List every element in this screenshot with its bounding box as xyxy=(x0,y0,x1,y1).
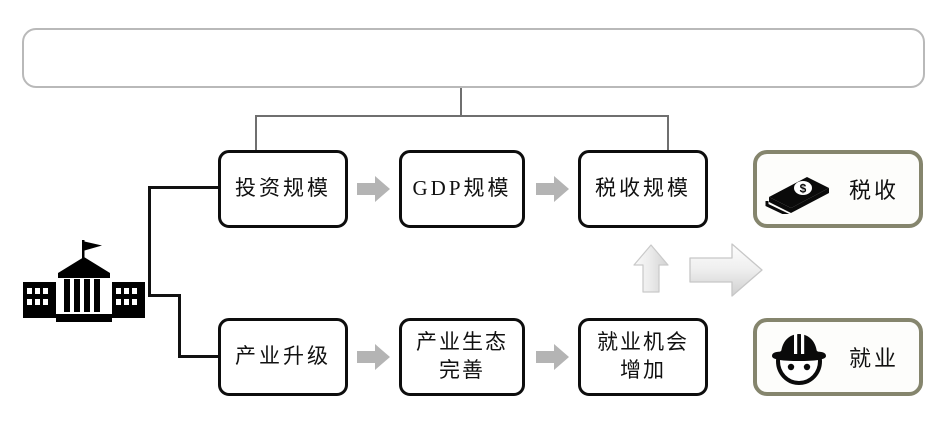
svg-text:$: $ xyxy=(800,182,807,196)
process-box-industry-upgrade[interactable]: 产业升级 xyxy=(218,318,348,396)
process-box-label: 投资规模 xyxy=(235,176,331,201)
connector-bracket-right-drop xyxy=(667,115,669,151)
process-box-label: 就业机会 增加 xyxy=(597,329,689,384)
money-stack-icon: $ xyxy=(763,160,835,218)
connector-gov-to-bottom-h xyxy=(178,355,222,358)
process-box-employment-growth[interactable]: 就业机会 增加 xyxy=(578,318,708,396)
right-chevron-icon xyxy=(357,174,391,204)
process-box-label-line1: 就业机会 xyxy=(597,330,689,355)
outcome-card-employment[interactable]: 就业 xyxy=(753,318,923,396)
outcome-card-label: 税收 xyxy=(848,178,899,203)
right-chevron-icon xyxy=(357,342,391,372)
process-box-tax-scale[interactable]: 税收规模 xyxy=(578,150,708,228)
process-box-label: 产业生态 完善 xyxy=(416,329,508,384)
process-box-industry-ecosystem[interactable]: 产业生态 完善 xyxy=(399,318,525,396)
process-box-label-line1: 产业生态 xyxy=(416,330,508,355)
outcome-card-tax[interactable]: $ 税收 xyxy=(753,150,923,228)
arrow-right-3d-icon xyxy=(688,241,764,299)
connector-gov-to-top-v xyxy=(148,186,151,296)
process-box-label-line2: 增加 xyxy=(620,358,666,382)
process-box-gdp-scale[interactable]: GDP规模 xyxy=(399,150,525,228)
banner-box xyxy=(22,28,925,88)
connector-bracket-left-drop xyxy=(255,115,257,151)
arrow-up-3d-icon xyxy=(632,243,670,295)
connector-gov-to-bottom-v xyxy=(178,294,181,357)
process-box-label: GDP规模 xyxy=(412,176,512,201)
hard-hat-worker-icon xyxy=(763,328,835,386)
right-chevron-icon xyxy=(536,342,570,372)
connector-bracket-horizontal xyxy=(255,115,669,117)
outcome-card-label: 就业 xyxy=(848,346,899,371)
connector-banner-stem xyxy=(460,88,462,116)
process-box-label: 产业升级 xyxy=(235,344,331,369)
process-box-label: 税收规模 xyxy=(595,176,691,201)
government-building-icon xyxy=(18,240,150,322)
connector-gov-trunk xyxy=(148,294,180,297)
right-chevron-icon xyxy=(536,174,570,204)
process-box-investment-scale[interactable]: 投资规模 xyxy=(218,150,348,228)
connector-gov-to-top-h xyxy=(148,186,220,189)
process-box-label-line2: 完善 xyxy=(439,358,485,382)
